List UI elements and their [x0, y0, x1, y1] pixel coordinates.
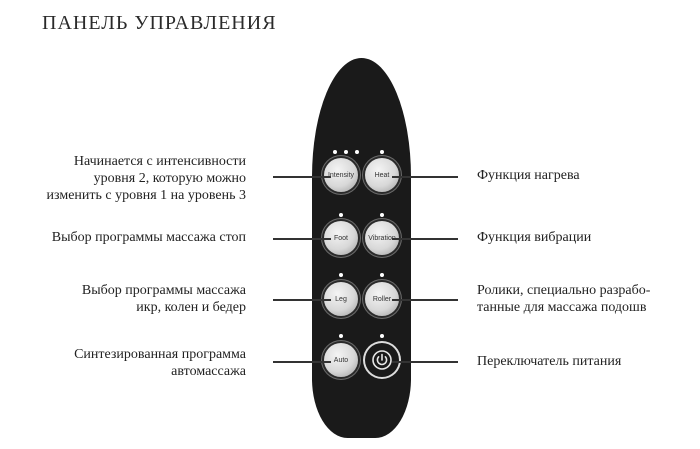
heat-leader-line	[392, 176, 458, 178]
foot-led-indicator	[339, 213, 343, 217]
power-button[interactable]	[365, 343, 399, 377]
foot-description: Выбор программы массажа стоп	[51, 230, 246, 245]
leg-leader-line	[273, 299, 331, 301]
power-led-indicator	[380, 334, 384, 338]
intensity-leader-line	[273, 176, 331, 178]
intensity-led-indicators	[333, 150, 359, 154]
auto-button[interactable]: Auto	[324, 343, 358, 377]
roller-description: Ролики, специально разрабо- танные для м…	[477, 283, 651, 315]
heat-button[interactable]: Heat	[365, 158, 399, 192]
heat-led-indicator	[380, 150, 384, 154]
intensity-description: Начинается с интенсивности уровня 2, кот…	[46, 154, 246, 203]
roller-led-indicator	[380, 273, 384, 277]
auto-led-indicator	[339, 334, 343, 338]
vibration-description: Функция вибрации	[477, 230, 592, 245]
intensity-button[interactable]: Intensity	[324, 158, 358, 192]
foot-leader-line	[273, 238, 331, 240]
auto-description: Синтезированная программа автомассажа	[74, 347, 246, 379]
auto-leader-line	[273, 361, 331, 363]
power-description: Переключатель питания	[477, 354, 622, 369]
vibration-led-indicator	[380, 213, 384, 217]
leg-led-indicator	[339, 273, 343, 277]
page-title: ПАНЕЛЬ УПРАВЛЕНИЯ	[42, 12, 277, 34]
vibration-leader-line	[392, 238, 458, 240]
heat-description: Функция нагрева	[477, 168, 580, 183]
power-icon	[372, 350, 392, 370]
roller-leader-line	[392, 299, 458, 301]
leg-description: Выбор программы массажа икр, колен и бед…	[81, 283, 246, 315]
power-leader-line	[392, 361, 458, 363]
